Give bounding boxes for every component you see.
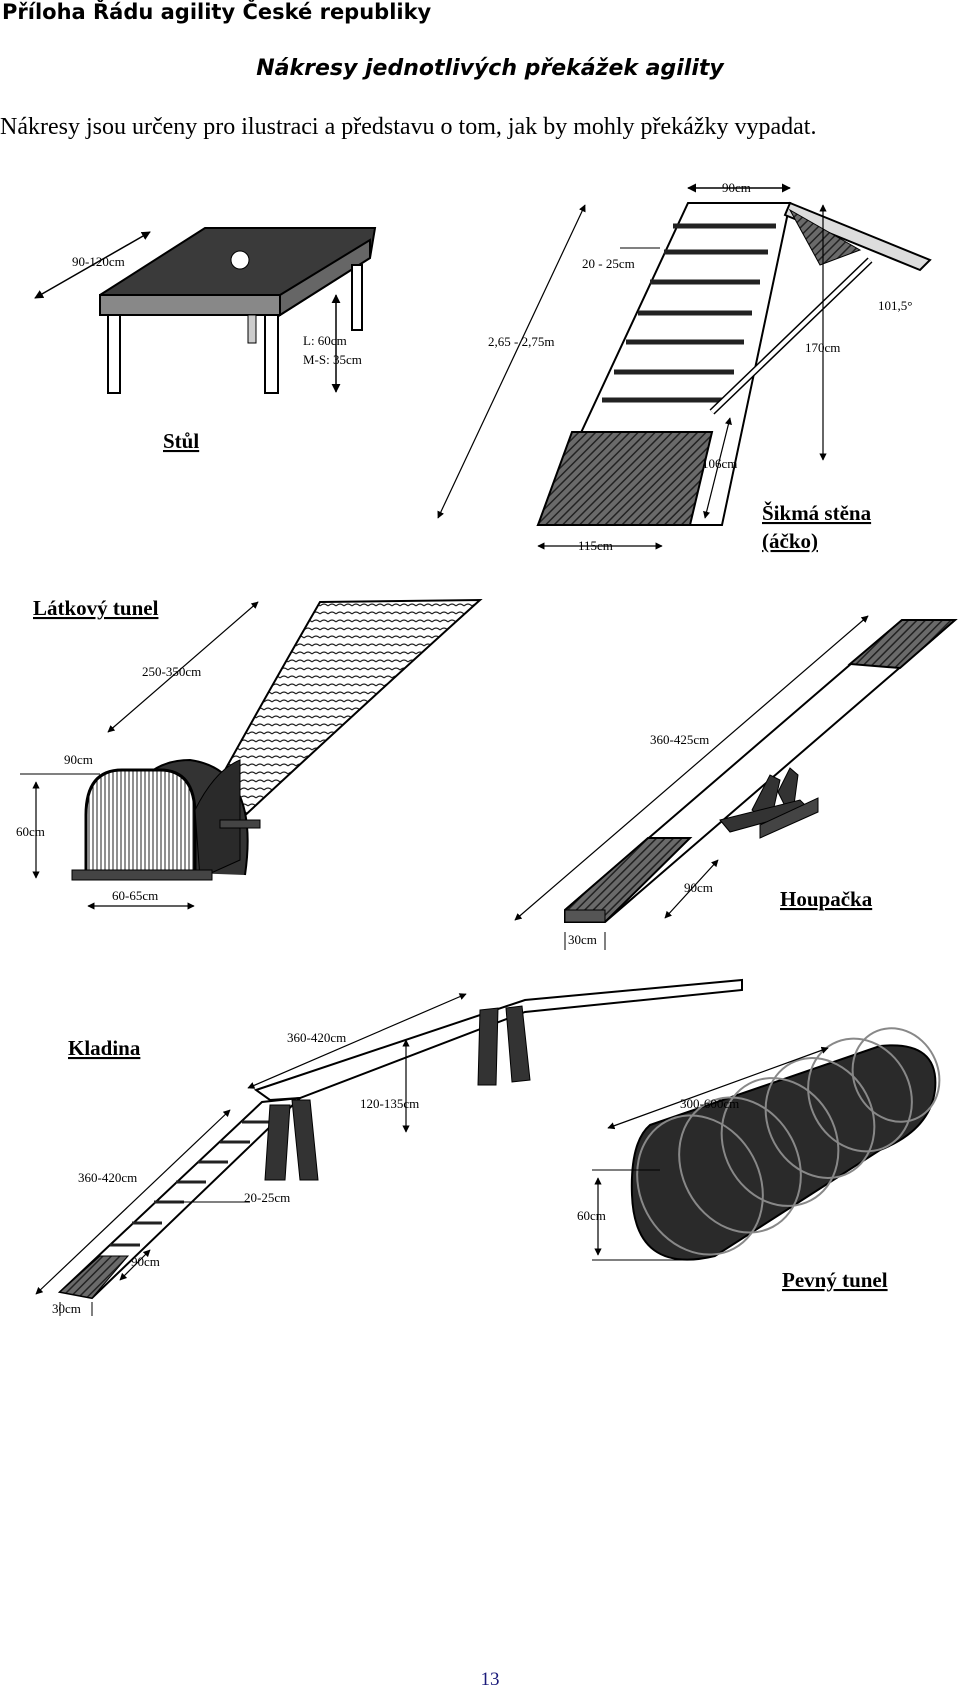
cloth-tunnel-name: Látkový tunel (33, 596, 159, 620)
aframe-name-line1: Šikmá stěna (762, 501, 872, 525)
seesaw-name: Houpačka (780, 887, 873, 911)
aframe-drawing (437, 183, 932, 550)
document-header: Příloha Řádu agility České republiky (2, 0, 432, 24)
seesaw-length-label: 360-425cm (650, 732, 709, 747)
aframe-top-width-label: 90cm (722, 180, 751, 195)
aframe-slat-spacing-label: 20 - 25cm (582, 256, 635, 271)
cloth-tunnel-length-label: 250-350cm (142, 664, 201, 679)
table-height-ms-label: M-S: 35cm (303, 352, 362, 367)
dogwalk-contact-label: 90cm (131, 1254, 160, 1269)
seesaw-drawing (514, 615, 958, 950)
cloth-tunnel-height-label: 60cm (16, 824, 45, 839)
dogwalk-slat-label: 20-25cm (244, 1190, 290, 1205)
aframe-contact-label: 106cm (702, 456, 737, 471)
rigid-tunnel-diameter-label: 60cm (577, 1208, 606, 1223)
section-title: Nákresy jednotlivých překážek agility (256, 56, 724, 81)
intro-paragraph: Nákresy jsou určeny pro ilustraci a před… (0, 114, 817, 140)
rigid-tunnel-drawing (592, 1027, 941, 1261)
cloth-tunnel-width-label: 90cm (64, 752, 93, 767)
table-name: Stůl (163, 429, 199, 453)
table-drawing (34, 227, 377, 394)
dogwalk-height-label: 120-135cm (360, 1096, 419, 1111)
aframe-name-line2: (áčko) (762, 529, 818, 553)
dogwalk-top-length-label: 360-420cm (287, 1030, 346, 1045)
obstacle-drawings-figure: 90-120cm L: 60cm M-S: 35cm Stůl 90cm 20 … (0, 170, 960, 1430)
aframe-height-label: 170cm (805, 340, 840, 355)
page-number: 13 (480, 1669, 500, 1690)
rigid-tunnel-name: Pevný tunel (782, 1268, 888, 1292)
dogwalk-ramp-length-label: 360-420cm (78, 1170, 137, 1185)
dogwalk-name: Kladina (68, 1036, 141, 1060)
dogwalk-width-label: 30cm (52, 1301, 81, 1316)
aframe-angle-label: 101,5° (878, 298, 912, 313)
rigid-tunnel-length-label: 300-600cm (680, 1096, 739, 1111)
seesaw-width-label: 30cm (568, 932, 597, 947)
dogwalk-drawing (35, 978, 743, 1316)
aframe-length-label: 2,65 - 2,75m (488, 334, 554, 349)
cloth-tunnel-drawing (20, 598, 483, 910)
cloth-tunnel-base-label: 60-65cm (112, 888, 158, 903)
aframe-base-label: 115cm (578, 538, 613, 553)
table-size-label: 90-120cm (72, 254, 125, 269)
seesaw-contact-label: 90cm (684, 880, 713, 895)
table-height-l-label: L: 60cm (303, 333, 347, 348)
